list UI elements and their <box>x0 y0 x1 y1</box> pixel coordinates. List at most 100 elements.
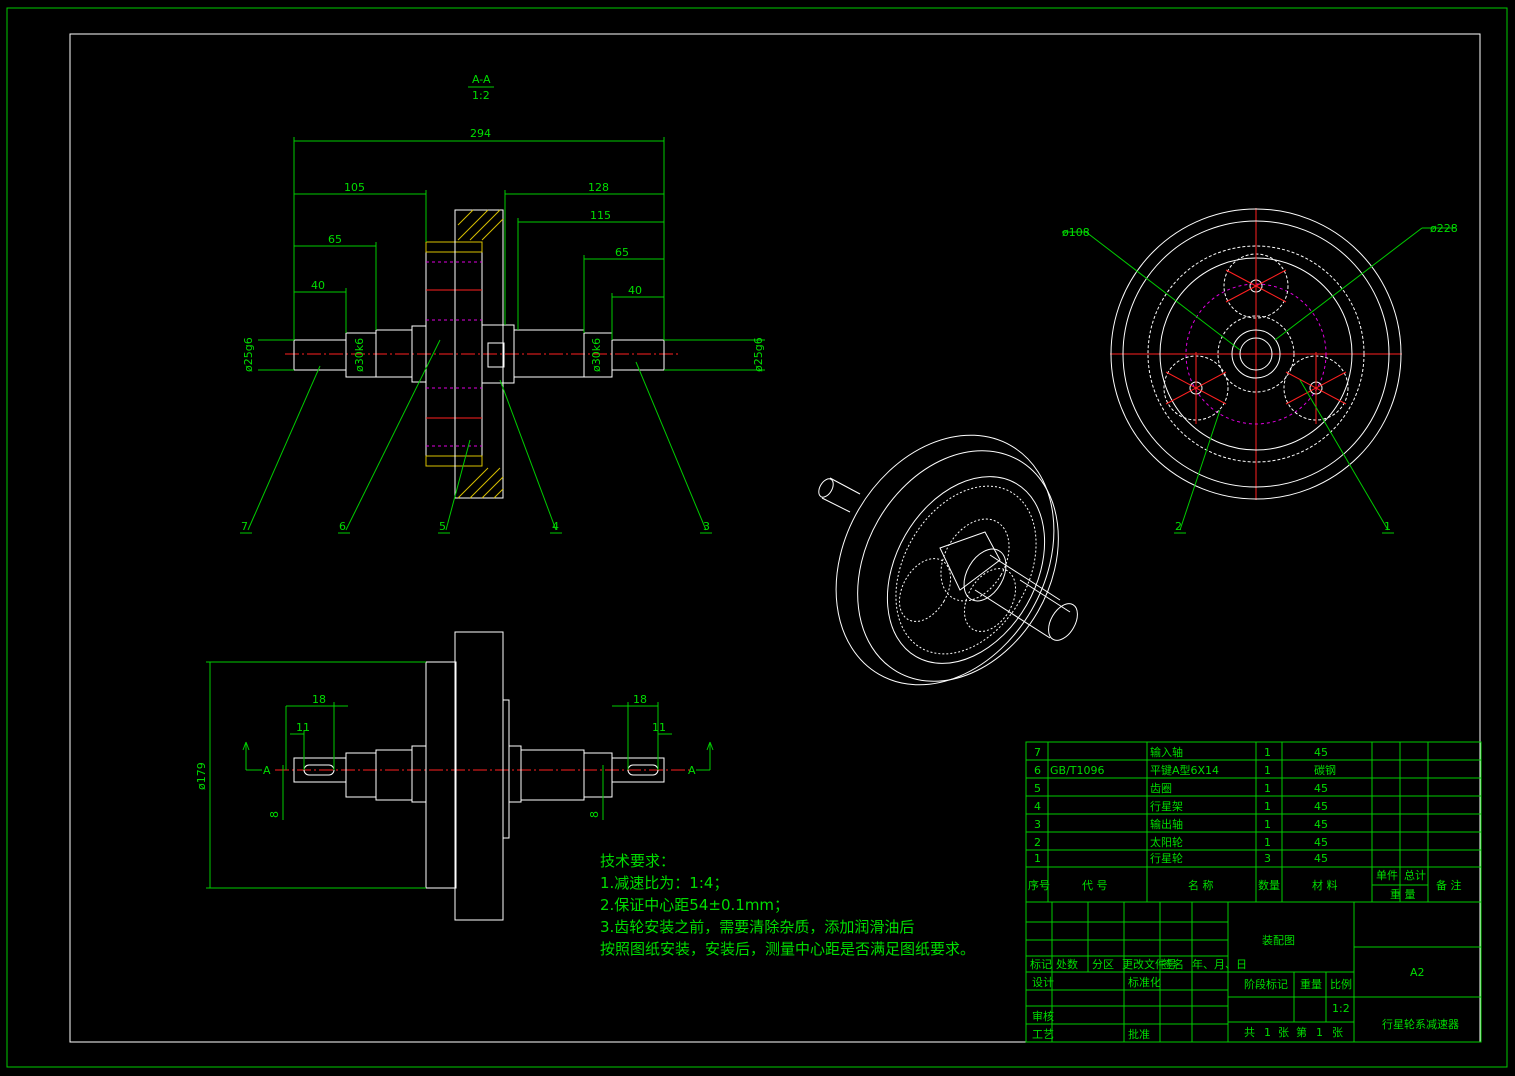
svg-text:7: 7 <box>1034 746 1041 759</box>
bom-rows: 7 输入轴 1 45 6 GB/T1096 平键A型6X14 1 碳钢 5 齿圈… <box>1028 745 1462 901</box>
svg-text:比例: 比例 <box>1330 977 1352 991</box>
svg-text:5: 5 <box>1034 782 1041 795</box>
svg-text:标准化: 标准化 <box>1128 975 1161 989</box>
svg-text:设计: 设计 <box>1032 976 1054 989</box>
svg-text:1: 1 <box>1264 836 1271 849</box>
inner-border <box>69 33 1481 1043</box>
svg-text:阶段标记: 阶段标记 <box>1244 977 1288 991</box>
svg-text:A2: A2 <box>1410 966 1425 979</box>
svg-text:8: 8 <box>268 811 281 818</box>
svg-text:行星轮: 行星轮 <box>1150 851 1183 865</box>
svg-text:总计: 总计 <box>1404 868 1426 882</box>
svg-text:18: 18 <box>312 693 326 706</box>
svg-text:GB/T1096: GB/T1096 <box>1050 764 1105 777</box>
svg-text:序号: 序号 <box>1028 878 1050 892</box>
svg-text:1: 1 <box>1264 1026 1271 1039</box>
tech-line-3: 3.齿轮安装之前，需要清除杂质，添加润滑油后 <box>600 918 915 936</box>
section-view: 294 105 128 115 65 65 40 40 ø25g6 ø30k6 … <box>240 127 765 534</box>
svg-text:7: 7 <box>241 520 248 533</box>
tech-line-1: 1.减速比为：1:4； <box>600 874 729 892</box>
svg-text:第: 第 <box>1296 1025 1307 1039</box>
svg-text:数量: 数量 <box>1258 879 1280 892</box>
svg-text:ø25g6: ø25g6 <box>752 337 765 372</box>
title-block <box>1025 901 1482 1043</box>
svg-text:11: 11 <box>652 721 666 734</box>
svg-text:40: 40 <box>311 279 325 292</box>
svg-text:代 号: 代 号 <box>1082 879 1108 892</box>
svg-text:65: 65 <box>328 233 342 246</box>
svg-text:2: 2 <box>1034 836 1041 849</box>
svg-text:ø108: ø108 <box>1062 226 1090 239</box>
svg-text:张: 张 <box>1332 1026 1343 1039</box>
front-view: 18 11 18 11 8 8 ø179 A A <box>195 631 714 921</box>
svg-text:碳钢: 碳钢 <box>1314 763 1336 777</box>
section-label: A-A <box>472 73 491 86</box>
svg-text:A: A <box>688 764 696 777</box>
svg-text:45: 45 <box>1314 782 1328 795</box>
svg-text:张: 张 <box>1278 1026 1289 1039</box>
svg-text:6: 6 <box>339 520 346 533</box>
svg-text:ø30k6: ø30k6 <box>590 338 603 372</box>
svg-text:太阳轮: 太阳轮 <box>1150 835 1183 849</box>
svg-text:3: 3 <box>1034 818 1041 831</box>
svg-text:18: 18 <box>633 693 647 706</box>
svg-text:3: 3 <box>1264 852 1271 865</box>
svg-text:1: 1 <box>1264 782 1271 795</box>
tech-title: 技术要求： <box>600 852 676 870</box>
svg-text:1: 1 <box>1264 746 1271 759</box>
svg-text:A: A <box>263 764 271 777</box>
svg-text:1: 1 <box>1264 818 1271 831</box>
svg-text:2: 2 <box>1175 520 1182 533</box>
svg-text:1: 1 <box>1264 764 1271 777</box>
svg-text:45: 45 <box>1314 852 1328 865</box>
svg-text:128: 128 <box>588 181 609 194</box>
svg-text:批准: 批准 <box>1128 1027 1150 1041</box>
svg-text:工艺: 工艺 <box>1032 1028 1054 1041</box>
svg-text:5: 5 <box>439 520 446 533</box>
svg-text:齿圈: 齿圈 <box>1150 782 1172 795</box>
svg-text:ø179: ø179 <box>195 762 208 790</box>
tech-line-2: 2.保证中心距54±0.1mm； <box>600 896 790 914</box>
svg-text:45: 45 <box>1314 818 1328 831</box>
title-block-text: 装配图 A2 行星轮系减速器 标记 处数 分区 更改文件号 签名 年、月、日 设… <box>1030 934 1459 1041</box>
svg-text:平键A型6X14: 平键A型6X14 <box>1150 763 1219 777</box>
svg-text:3: 3 <box>703 520 710 533</box>
svg-text:签名: 签名 <box>1162 957 1184 971</box>
svg-text:4: 4 <box>552 520 559 533</box>
svg-text:行星架: 行星架 <box>1150 800 1183 813</box>
section-scale: 1:2 <box>472 89 490 102</box>
svg-text:4: 4 <box>1034 800 1041 813</box>
svg-text:1: 1 <box>1384 520 1391 533</box>
svg-text:45: 45 <box>1314 836 1328 849</box>
technical-requirements: 技术要求： 1.减速比为：1:4； 2.保证中心距54±0.1mm； 3.齿轮安… <box>600 850 975 960</box>
svg-text:标记: 标记 <box>1030 957 1052 971</box>
svg-text:处数: 处数 <box>1056 958 1078 971</box>
svg-text:6: 6 <box>1034 764 1041 777</box>
svg-text:单件: 单件 <box>1376 869 1398 882</box>
svg-text:1: 1 <box>1034 852 1041 865</box>
svg-text:更改文件号: 更改文件号 <box>1122 957 1177 971</box>
outer-border <box>6 7 1508 1068</box>
svg-text:1: 1 <box>1316 1026 1323 1039</box>
tech-line-4: 按照图纸安装，安装后，测量中心距是否满足图纸要求。 <box>600 940 976 958</box>
svg-text:年、月、日: 年、月、日 <box>1192 957 1247 971</box>
svg-text:45: 45 <box>1314 746 1328 759</box>
svg-text:ø25g6: ø25g6 <box>242 337 255 372</box>
svg-text:ø228: ø228 <box>1430 222 1458 235</box>
gear-view: ø108 ø228 2 1 <box>1062 208 1458 534</box>
svg-text:备 注: 备 注 <box>1436 878 1462 892</box>
svg-text:1:2: 1:2 <box>1332 1002 1350 1015</box>
svg-text:11: 11 <box>296 721 310 734</box>
svg-text:输出轴: 输出轴 <box>1150 817 1183 831</box>
svg-text:分区: 分区 <box>1092 958 1114 971</box>
svg-text:重 量: 重 量 <box>1390 887 1416 901</box>
svg-text:1: 1 <box>1264 800 1271 813</box>
svg-text:294: 294 <box>470 127 491 140</box>
svg-text:65: 65 <box>615 246 629 259</box>
svg-text:审核: 审核 <box>1032 1009 1054 1023</box>
isometric-view <box>818 434 1078 686</box>
svg-text:材 料: 材 料 <box>1312 878 1338 892</box>
svg-text:重量: 重量 <box>1300 977 1322 991</box>
svg-text:ø30k6: ø30k6 <box>353 338 366 372</box>
